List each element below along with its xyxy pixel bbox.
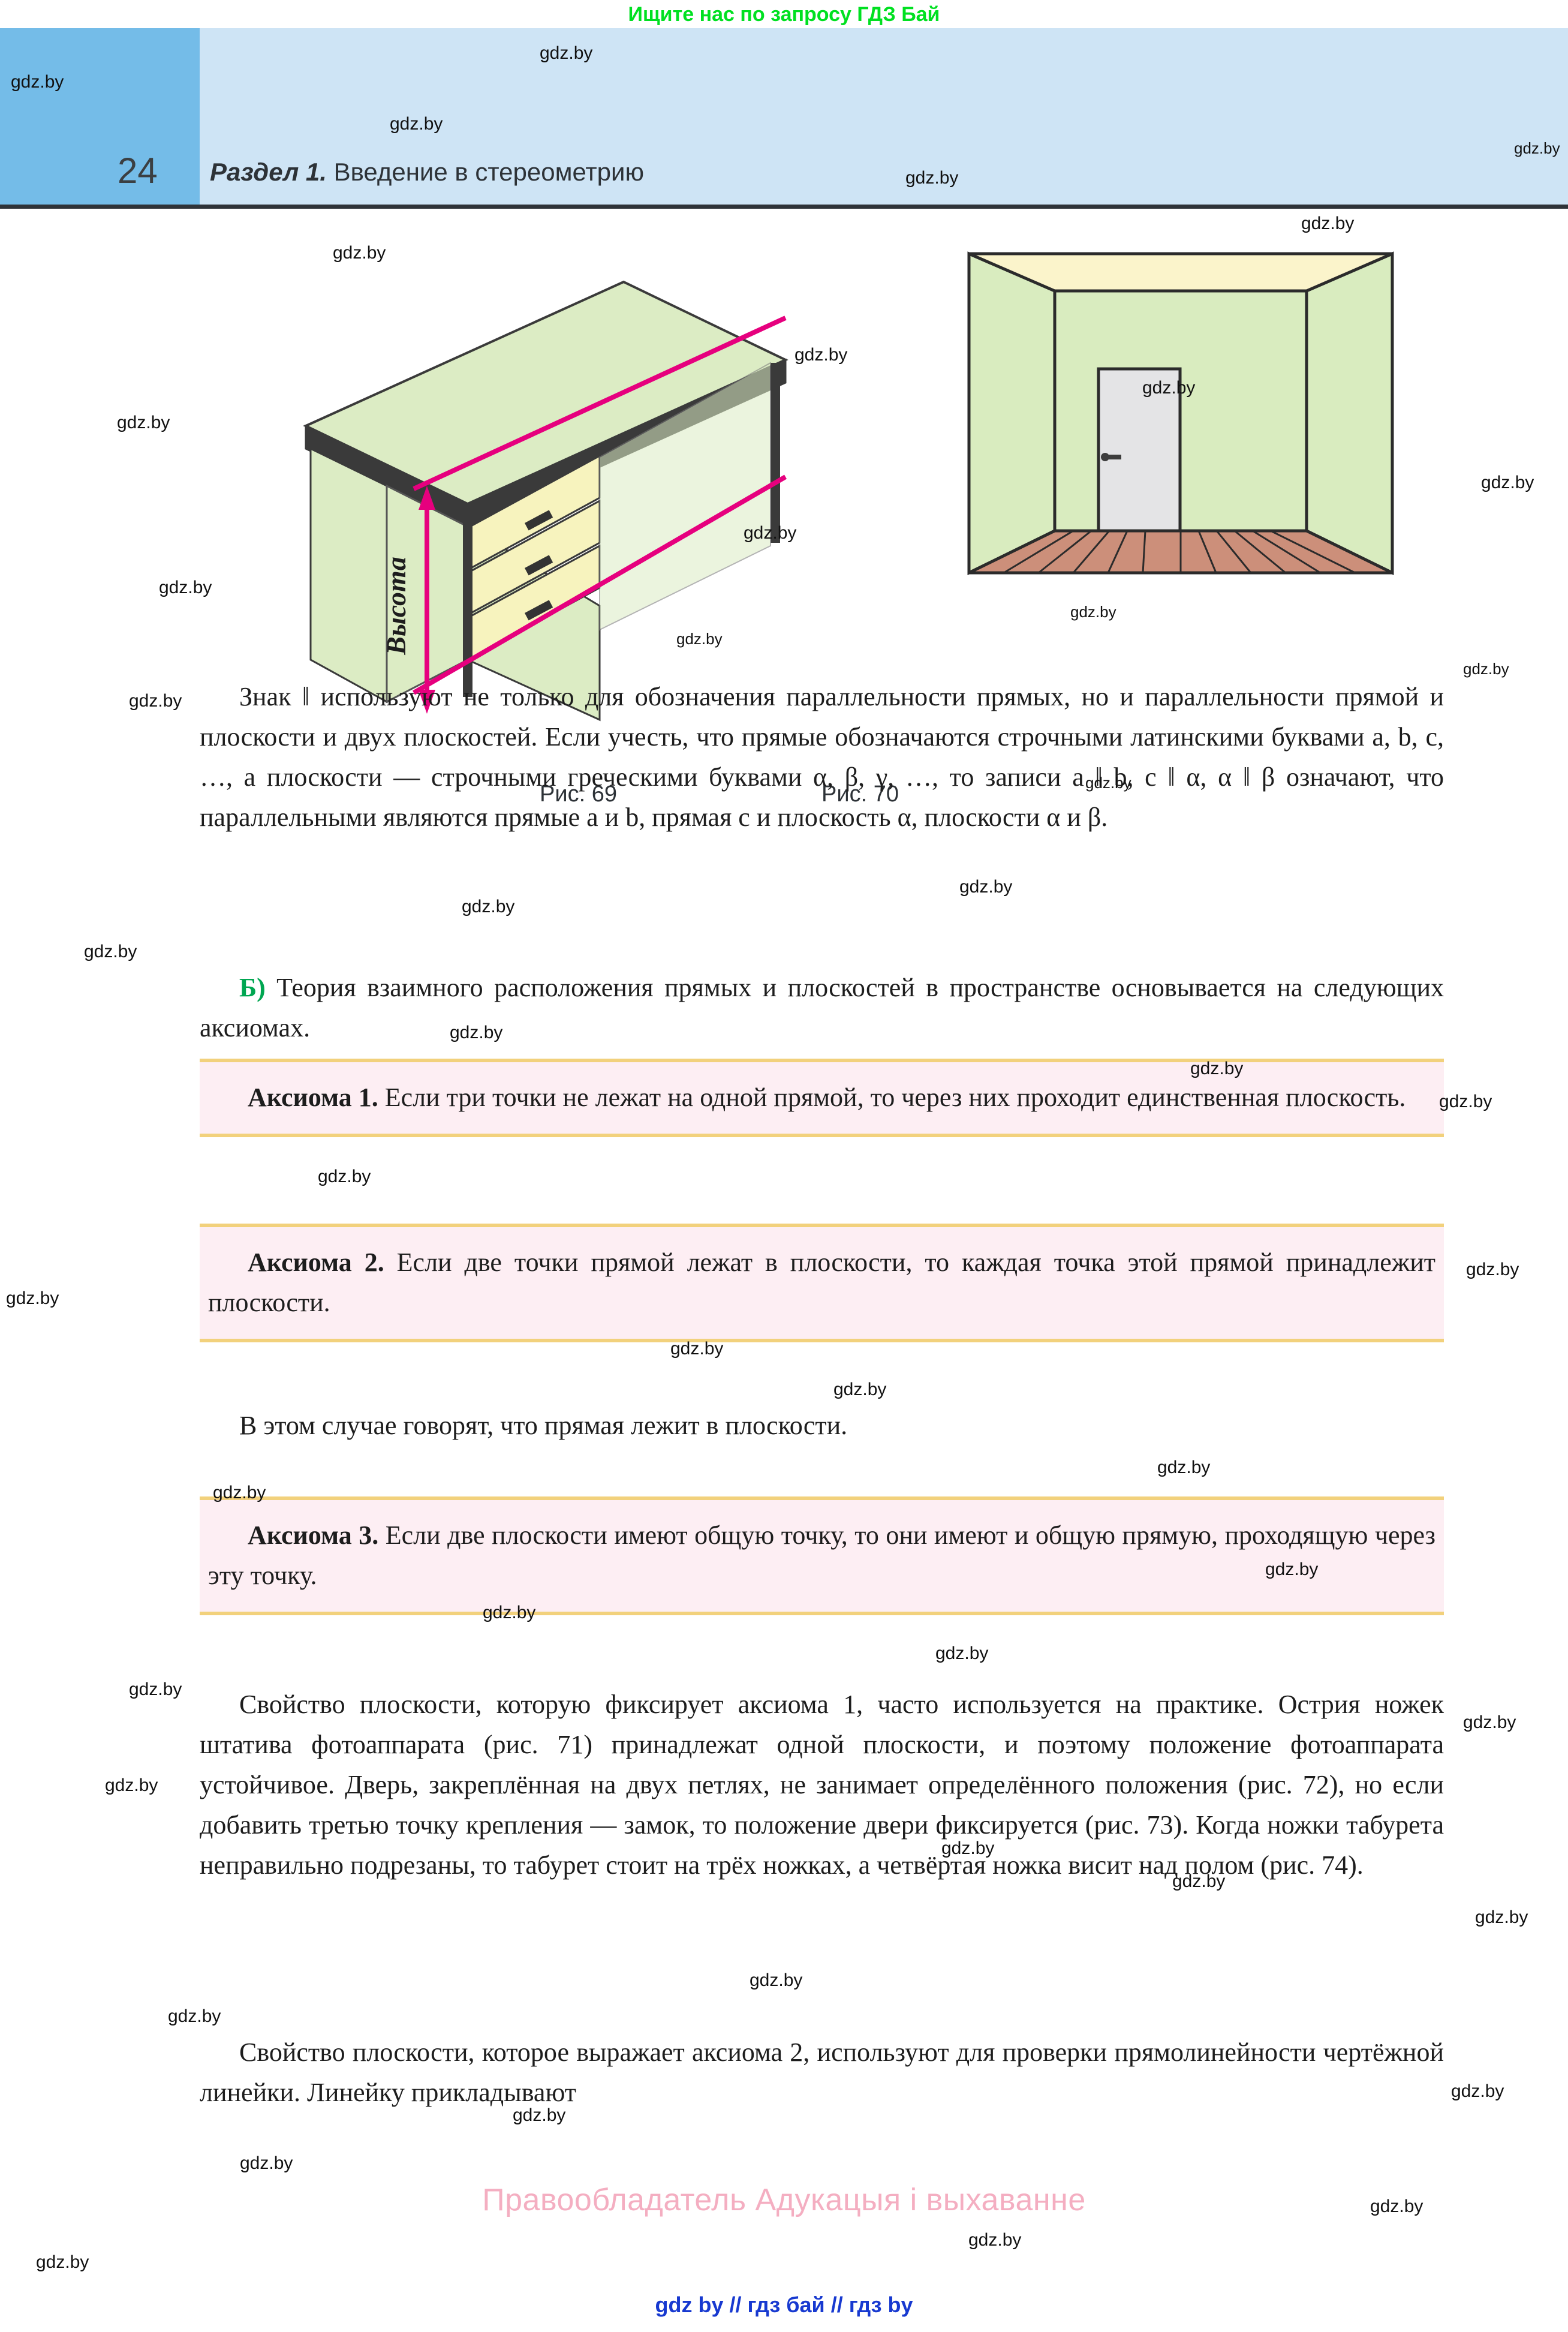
watermark-gdz: gdz.by (129, 691, 182, 711)
paragraph-parallel-notation: Знак ‖ используют не только для обозначе… (200, 677, 1444, 838)
watermark-gdz: gdz.by (1466, 1260, 1519, 1279)
publisher-watermark: Правообладатель Адукацыя і выхаванне (482, 2183, 1086, 2217)
subsection-marker-b: Б) (239, 973, 266, 1002)
watermark-gdz: gdz.by (833, 1380, 887, 1399)
watermark-gdz: gdz.by (129, 1679, 182, 1699)
figure-caption-69: Рис. 69 (540, 782, 617, 807)
axiom-1-label: Аксиома 1. (248, 1083, 378, 1112)
figure-room-70 (967, 251, 1394, 576)
watermark-gdz: gdz.by (36, 2252, 89, 2272)
figures-row: Высота (0, 213, 1568, 807)
figure-desk-69: Высота (303, 280, 788, 722)
promo-banner-text: Ищите нас по запросу ГДЗ Бай (628, 2, 940, 26)
page-title: Раздел 1. Введение в стереометрию (210, 160, 644, 185)
axiom-3-label: Аксиома 3. (248, 1520, 379, 1550)
watermark-gdz: gdz.by (959, 877, 1013, 897)
axiom-box-1: Аксиома 1. Если три точки не лежат на од… (200, 1059, 1444, 1137)
watermark-gdz: gdz.by (1070, 603, 1116, 621)
watermark-gdz: gdz.by (968, 2230, 1022, 2250)
watermark-gdz: gdz.by (1463, 660, 1509, 678)
header-right-color-block (200, 28, 1568, 206)
watermark-gdz: gdz.by (240, 2153, 293, 2173)
figure-caption-70: Рис. 70 (821, 782, 899, 807)
watermark-gdz: gdz.by (84, 942, 137, 961)
paragraph-axiom2-practice-text: Свойство плоскости, которое выражает акс… (200, 2038, 1444, 2107)
section-title: Введение в стереометрию (326, 158, 644, 186)
paragraph-axiom1-practice: Свойство плоскости, которую фиксирует ак… (200, 1685, 1444, 1885)
watermark-gdz: gdz.by (1157, 1458, 1211, 1477)
paragraph-line-in-plane-text: В этом случае говорят, что прямая лежит … (239, 1411, 848, 1440)
watermark-gdz: gdz.by (1439, 1092, 1492, 1111)
watermark-gdz: gdz.by (750, 1970, 803, 1990)
paragraph-axiom1-practice-text: Свойство плоскости, которую фиксирует ак… (200, 1690, 1444, 1880)
paragraph-axiom2-practice: Свойство плоскости, которое выражает акс… (200, 2033, 1444, 2113)
header-divider-rule (0, 205, 1568, 209)
paragraph-line-in-plane: В этом случае говорят, что прямая лежит … (200, 1406, 1444, 1446)
axiom-box-2: Аксиома 2. Если две точки прямой лежат в… (200, 1224, 1444, 1342)
page-header-band (0, 28, 1568, 206)
axiom-2-label: Аксиома 2. (248, 1248, 384, 1277)
watermark-gdz: gdz.by (105, 1775, 158, 1795)
header-left-color-block (0, 28, 200, 206)
watermark-gdz: gdz.by (6, 1288, 59, 1308)
watermark-gdz: gdz.by (168, 2006, 221, 2026)
page-number: 24 (118, 151, 158, 191)
paragraph-theory-intro: Б) Теория взаимного расположения прямых … (200, 968, 1444, 1048)
paragraph-parallel-notation-text: Знак ‖ используют не только для обозначе… (200, 682, 1444, 832)
watermark-gdz: gdz.by (1475, 1907, 1528, 1927)
axiom-2-text: Если две точки прямой лежат в плоскости,… (208, 1248, 1435, 1317)
promo-banner: Ищите нас по запросу ГДЗ Бай (0, 0, 1568, 29)
axiom-1-text: Если три точки не лежат на одной прямой,… (378, 1083, 1406, 1112)
room-door (1097, 367, 1182, 533)
watermark-gdz: gdz.by (935, 1643, 989, 1663)
watermark-gdz: gdz.by (1463, 1712, 1516, 1732)
watermark-gdz: gdz.by (462, 897, 515, 916)
section-label: Раздел 1. (210, 158, 327, 186)
axiom-3-text: Если две плоскости имеют общую точку, то… (208, 1520, 1435, 1590)
watermark-gdz: gdz.by (318, 1167, 371, 1186)
site-footer: gdz by // гдз бай // гдз by (655, 2292, 913, 2317)
figure-desk-height-label: Высота (381, 557, 411, 656)
paragraph-theory-intro-text: Теория взаимного расположения прямых и п… (200, 973, 1444, 1042)
watermark-gdz: gdz.by (1451, 2081, 1504, 2101)
axiom-box-3: Аксиома 3. Если две плоскости имеют общу… (200, 1496, 1444, 1615)
door-handle-icon (1101, 453, 1121, 461)
